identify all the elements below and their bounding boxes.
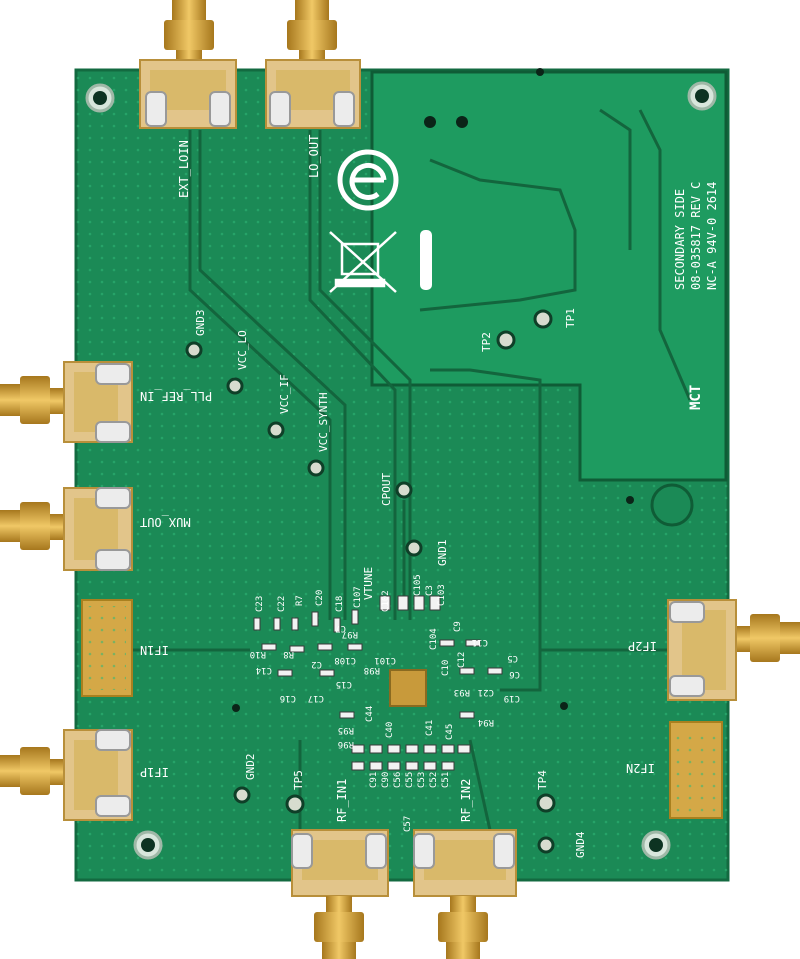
label-gnd4: GND4 <box>574 831 587 858</box>
designator-c18: C18 <box>335 596 345 612</box>
label-vcc-synth: VCC_SYNTH <box>317 392 330 452</box>
designator-c21: C21 <box>478 687 494 697</box>
sma-connector-rf-in1 <box>291 829 389 959</box>
designator-c10: C10 <box>441 660 451 676</box>
smd-components <box>253 595 503 771</box>
designator-c107: C107 <box>353 586 363 608</box>
designator-c52: C52 <box>429 772 439 788</box>
component-designators: C23 C22 R7 C20 C18 C107 C102 C105 C103 C… <box>250 574 520 832</box>
copper-pour <box>370 70 728 482</box>
designator-c44: C44 <box>365 706 375 722</box>
label-vcc-if: VCC_IF <box>278 374 291 414</box>
designator-c14: C14 <box>256 665 272 675</box>
label-mux-out: MUX_OUT <box>140 515 191 529</box>
designator-r7: R7 <box>295 595 305 606</box>
sma-connector-rf-in2 <box>413 829 517 959</box>
designator-c45: C45 <box>445 724 455 740</box>
designator-r96: R96 <box>338 739 354 749</box>
label-tp5: TP5 <box>292 770 305 790</box>
label-vcc-lo: VCC_LO <box>236 330 249 370</box>
designator-c105: C105 <box>413 574 423 596</box>
sma-connector-lo-out <box>265 0 361 129</box>
label-gnd2: GND2 <box>244 754 257 781</box>
designator-c20: C20 <box>315 590 325 606</box>
label-vtune: VTUNE <box>362 567 375 600</box>
label-pll-ref-in: PLL_REF_IN <box>140 389 212 403</box>
label-tp1: TP1 <box>564 308 577 328</box>
label-gnd1: GND1 <box>436 540 449 567</box>
designator-c51: C51 <box>441 772 451 788</box>
designator-r93: R93 <box>454 687 470 697</box>
test-point-pads <box>185 309 556 854</box>
designator-c2: C2 <box>311 659 322 669</box>
designator-c22: C22 <box>277 596 287 612</box>
label-rf-in1: RF_IN1 <box>335 779 349 822</box>
designator-c3: C3 <box>425 585 435 596</box>
designator-c12: C12 <box>457 652 467 668</box>
label-ext-loin: EXT_LOIN <box>177 140 191 198</box>
sma-connector-ext-loin <box>139 0 237 129</box>
designator-c9: C9 <box>453 621 463 632</box>
designator-c101: C101 <box>374 655 396 665</box>
designator-c19: C19 <box>504 693 520 703</box>
pad-if1n <box>81 599 133 697</box>
label-if1n: IF1N <box>140 643 169 657</box>
designator-c6: C6 <box>509 669 520 679</box>
dark-vias <box>232 68 634 712</box>
pad-if2n <box>669 721 723 819</box>
designator-c7: C7 <box>335 623 346 633</box>
label-tp2: TP2 <box>480 332 493 352</box>
label-part-number: 08-035817 REV C <box>689 182 703 290</box>
mounting-holes <box>85 81 717 860</box>
designator-c108: C108 <box>334 655 356 665</box>
label-cpout: CPOUT <box>380 473 393 506</box>
designator-c90: C90 <box>381 772 391 788</box>
label-rf-in2: RF_IN2 <box>459 779 473 822</box>
designator-r94: R94 <box>478 717 494 727</box>
label-secondary-side: SECONDARY SIDE <box>673 189 687 290</box>
designator-c15: C15 <box>336 679 352 689</box>
sma-connector-mux-out <box>0 487 133 571</box>
silk-bar <box>420 230 432 290</box>
designator-r95: R95 <box>338 725 354 735</box>
designator-c103: C103 <box>437 584 447 606</box>
label-gnd3: GND3 <box>194 310 207 337</box>
sma-connector-if2p <box>667 599 800 701</box>
designator-r98: R98 <box>364 665 380 675</box>
designator-c91: C91 <box>369 772 379 788</box>
designator-r10: R10 <box>250 649 266 659</box>
label-tp4: TP4 <box>536 770 549 790</box>
designator-c40: C40 <box>385 722 395 738</box>
designator-c5: C5 <box>507 653 518 663</box>
label-if2n: IF2N <box>626 761 655 775</box>
designator-c16: C16 <box>280 693 296 703</box>
traces <box>120 108 692 831</box>
sma-connector-if1p <box>0 729 133 821</box>
label-lo-out: LO_OUT <box>307 135 321 178</box>
designator-c17: C17 <box>308 693 324 703</box>
designator-r8: R8 <box>283 649 294 659</box>
designator-c104: C104 <box>429 628 439 650</box>
designator-c56: C56 <box>393 772 403 788</box>
label-mct-logo: MCT <box>688 385 704 410</box>
label-rating: NC-A 94V-0 2614 <box>705 182 719 290</box>
designator-c53: C53 <box>417 772 427 788</box>
designator-c23: C23 <box>255 596 265 612</box>
designator-c57: C57 <box>403 816 413 832</box>
designator-c11: C11 <box>472 637 488 647</box>
designator-c55: C55 <box>405 772 415 788</box>
e-logo <box>337 149 399 211</box>
ic-pad <box>389 669 427 707</box>
sma-connector-pll-ref-in <box>0 361 133 443</box>
label-if2p: IF2P <box>628 639 657 653</box>
designator-c102: C102 <box>381 590 391 612</box>
designator-r97: R97 <box>342 629 358 639</box>
label-if1p: IF1P <box>140 765 169 779</box>
weee-symbol <box>329 231 397 293</box>
designator-c41: C41 <box>425 720 435 736</box>
